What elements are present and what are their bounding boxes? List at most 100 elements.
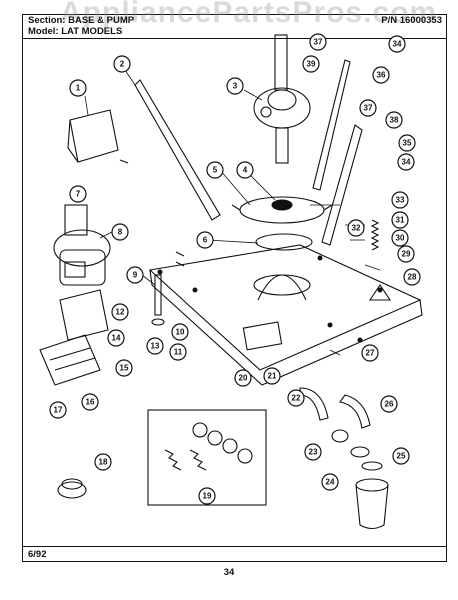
watermark: AppliancePartsPros.com: [60, 0, 438, 29]
svg-text:11: 11: [174, 348, 183, 357]
svg-text:29: 29: [402, 250, 411, 259]
part-number: P/N 16000353: [381, 15, 442, 26]
svg-text:18: 18: [99, 458, 108, 467]
svg-text:4: 4: [243, 166, 248, 175]
svg-text:27: 27: [366, 349, 375, 358]
header-rule: [22, 38, 447, 39]
callout-18: 18: [94, 453, 112, 471]
callout-36: 36: [372, 66, 390, 84]
svg-text:2: 2: [120, 60, 125, 69]
transmission: [253, 34, 311, 164]
svg-text:32: 32: [352, 224, 361, 233]
svg-text:34: 34: [393, 40, 402, 49]
callout-20: 20: [234, 369, 252, 387]
svg-text:26: 26: [385, 400, 394, 409]
callout-11: 11: [169, 343, 187, 361]
callout-7: 7: [69, 185, 87, 203]
callout-1: 1: [69, 79, 87, 97]
model-label: Model: LAT MODELS: [28, 26, 123, 37]
callout-2: 2: [113, 55, 131, 73]
cover: [67, 109, 129, 164]
svg-text:23: 23: [309, 448, 318, 457]
callout-10: 10: [171, 323, 189, 341]
callout-31: 31: [391, 211, 409, 229]
clutch: [231, 196, 333, 224]
boot: [255, 233, 313, 251]
repair-kit: [57, 409, 267, 506]
svg-text:24: 24: [326, 478, 335, 487]
svg-text:17: 17: [54, 406, 63, 415]
callout-26: 26: [380, 395, 398, 413]
callout-17: 17: [49, 401, 67, 419]
svg-text:28: 28: [408, 273, 417, 282]
pump: [53, 204, 111, 286]
svg-text:16: 16: [86, 398, 95, 407]
section-title: Section: BASE & PUMP: [28, 15, 135, 26]
callout-22: 22: [287, 389, 305, 407]
svg-text:19: 19: [203, 492, 212, 501]
callout-32: 32: [347, 219, 365, 237]
callout-34b: 34: [397, 153, 415, 171]
callout-25: 25: [392, 447, 410, 465]
svg-text:38: 38: [390, 116, 399, 125]
strainer: [355, 461, 389, 530]
svg-text:36: 36: [377, 71, 386, 80]
callout-38: 38: [385, 111, 403, 129]
callout-3: 3: [226, 77, 244, 95]
svg-text:31: 31: [396, 216, 405, 225]
svg-text:30: 30: [396, 234, 405, 243]
svg-text:9: 9: [133, 271, 138, 280]
svg-text:20: 20: [239, 374, 248, 383]
svg-text:14: 14: [112, 334, 121, 343]
svg-text:35: 35: [403, 139, 412, 148]
svg-text:3: 3: [233, 82, 238, 91]
base-plate: [148, 244, 423, 386]
clamp: [331, 429, 370, 458]
svg-text:37: 37: [364, 104, 373, 113]
callout-21: 21: [263, 367, 281, 385]
callout-14: 14: [107, 329, 125, 347]
callout-27: 27: [361, 344, 379, 362]
page-frame: [22, 14, 447, 562]
callout-9: 9: [126, 266, 144, 284]
callout-37b: 37: [359, 99, 377, 117]
callout-12: 12: [111, 303, 129, 321]
callout-6: 6: [196, 231, 214, 249]
callout-19: 19: [198, 487, 216, 505]
svg-text:21: 21: [268, 372, 277, 381]
callout-4: 4: [236, 161, 254, 179]
brace-right: [312, 59, 363, 246]
callout-8: 8: [111, 223, 129, 241]
svg-text:10: 10: [176, 328, 185, 337]
callout-28: 28: [403, 268, 421, 286]
callout-37: 37: [309, 33, 327, 51]
svg-text:1: 1: [76, 84, 81, 93]
svg-text:7: 7: [76, 190, 81, 199]
svg-text:25: 25: [397, 452, 406, 461]
callout-34: 34: [388, 35, 406, 53]
callout-33: 33: [391, 191, 409, 209]
callout-30: 30: [391, 229, 409, 247]
spring: [175, 219, 380, 267]
svg-text:8: 8: [118, 228, 123, 237]
svg-text:5: 5: [213, 166, 218, 175]
callout-5: 5: [206, 161, 224, 179]
footer-rule: [22, 546, 447, 547]
svg-text:37: 37: [314, 38, 323, 47]
callout-23: 23: [304, 443, 322, 461]
svg-text:39: 39: [307, 60, 316, 69]
svg-text:34: 34: [402, 158, 411, 167]
callout-39: 39: [302, 55, 320, 73]
callout-15: 15: [115, 359, 133, 377]
leader-lines: [84, 69, 381, 356]
brace: [134, 79, 221, 221]
page-number: 34: [223, 567, 235, 578]
svg-text:13: 13: [151, 342, 160, 351]
svg-text:15: 15: [120, 364, 129, 373]
svg-text:22: 22: [292, 394, 301, 403]
callout-16: 16: [81, 393, 99, 411]
bolt: [151, 274, 165, 326]
svg-text:33: 33: [396, 196, 405, 205]
bracket: [39, 289, 109, 386]
